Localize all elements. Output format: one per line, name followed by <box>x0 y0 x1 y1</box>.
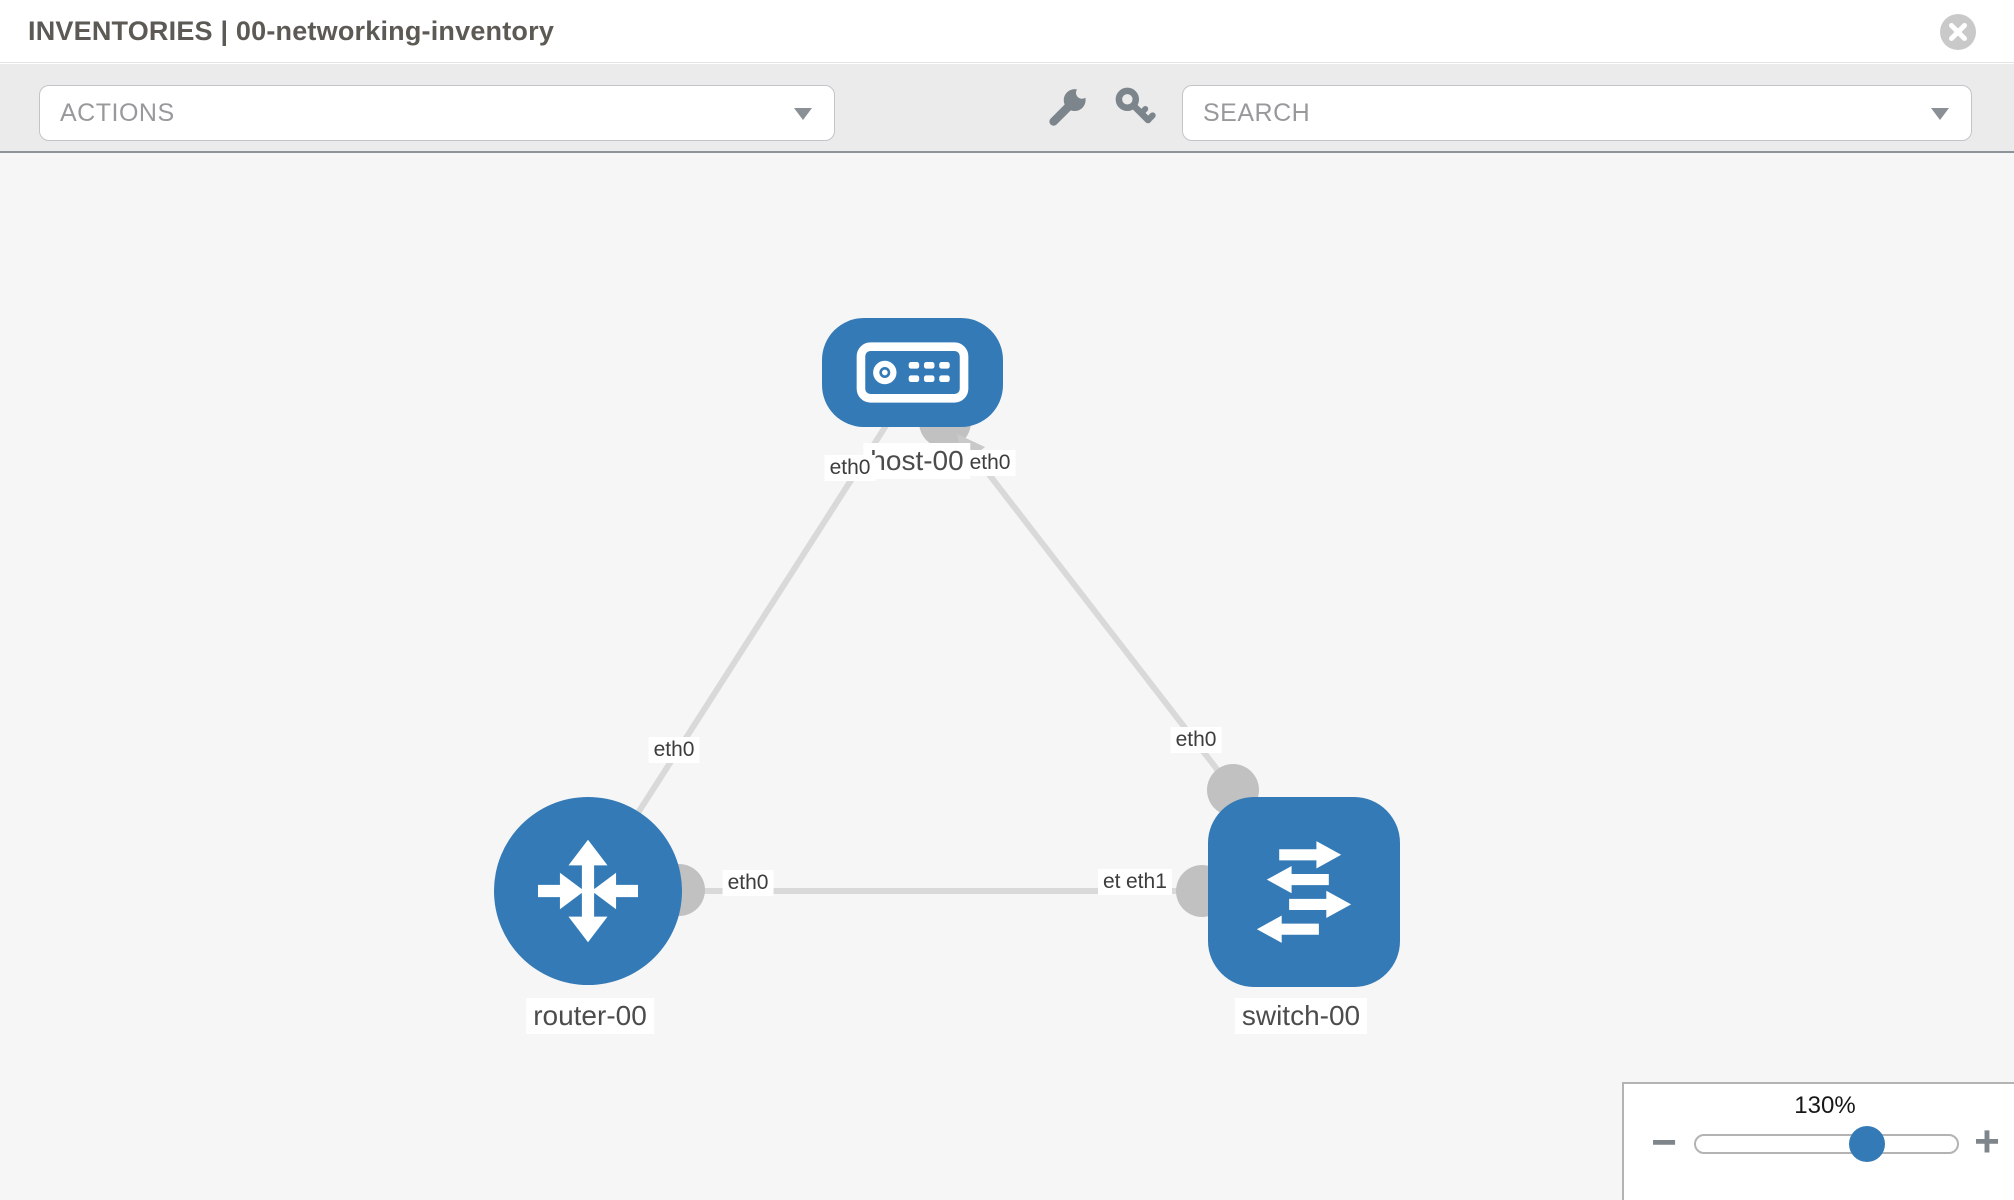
node-label-host: host-00 <box>863 443 971 479</box>
link-router-host <box>585 397 906 893</box>
key-icon[interactable] <box>1112 84 1158 130</box>
toolbar: ACTIONS SEARCH <box>0 64 2014 153</box>
interface-label: eth1 <box>1121 869 1172 895</box>
node-label-router: router-00 <box>526 998 654 1034</box>
interface-label: eth0 <box>1170 727 1222 753</box>
zoom-level: 130% <box>1794 1092 1856 1119</box>
node-label-switch: switch-00 <box>1234 998 1368 1034</box>
node-switch-00[interactable] <box>1208 797 1400 987</box>
interface-label: eth0 <box>964 450 1016 476</box>
zoom-in-button[interactable]: + <box>1974 1117 2000 1166</box>
interface-label: eth0 <box>648 737 700 763</box>
chevron-down-icon <box>794 108 812 120</box>
zoom-panel: 130% − + <box>1622 1082 2014 1200</box>
zoom-slider[interactable] <box>1694 1126 1959 1162</box>
node-host-00[interactable] <box>822 318 1003 427</box>
page-title: INVENTORIES | 00-networking-inventory <box>28 16 555 46</box>
node-router-00[interactable] <box>494 797 682 985</box>
host-icon <box>856 342 969 403</box>
header: INVENTORIES | 00-networking-inventory <box>0 0 2014 63</box>
actions-dropdown[interactable]: ACTIONS <box>39 85 835 141</box>
router-icon <box>537 839 639 943</box>
interface-label: eth0 <box>824 455 876 481</box>
search-dropdown[interactable]: SEARCH <box>1182 85 1972 141</box>
wrench-icon[interactable] <box>1044 84 1090 130</box>
switch-icon <box>1256 841 1352 943</box>
chevron-down-icon <box>1931 108 1949 120</box>
search-dropdown-label: SEARCH <box>1203 99 1311 127</box>
close-icon[interactable] <box>1939 13 1977 51</box>
zoom-out-button[interactable]: − <box>1651 1118 1677 1167</box>
actions-dropdown-label: ACTIONS <box>60 99 175 127</box>
interface-label: eth0 <box>722 870 774 896</box>
topology-canvas[interactable]: host-00 router-00 switch-00 eth0 eth0 et… <box>0 153 2014 1200</box>
zoom-slider-handle[interactable] <box>1849 1126 1885 1162</box>
links-layer <box>585 396 1301 917</box>
